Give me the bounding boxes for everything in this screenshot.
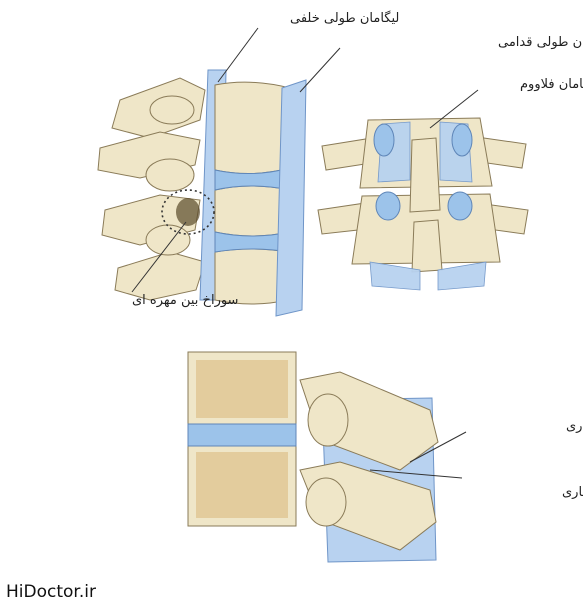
- intervertebral-discs: [214, 167, 291, 253]
- posterior-processes: [97, 77, 206, 301]
- lateral-vertebrae-view: [97, 69, 307, 317]
- posterior-view: [317, 117, 529, 291]
- watermark: HiDoctor.ir: [6, 582, 96, 602]
- label-interspinous-ligament-2: لیگامان بین خاری: [562, 484, 583, 500]
- label-anterior-longitudinal-ligament: لیگامان طولی قدامی: [498, 34, 583, 50]
- label-intervertebral-foramen: سوراخ بین مهره ای: [132, 293, 238, 308]
- sagittal-section-view: [187, 351, 439, 563]
- leader-lines: [131, 27, 479, 479]
- label-ligamentum-flavum: لیگامان فلاووم: [520, 76, 583, 92]
- cut-vertebral-bodies: [187, 351, 297, 527]
- label-posterior-longitudinal-ligament: لیگامان طولی خلفی: [290, 10, 399, 26]
- labels: لیگامان طولی خلفی لیگامان طولی قدامی لیگ…: [132, 10, 583, 500]
- foramen-marker: [161, 189, 215, 235]
- label-interspinous-ligament-1: لیگامان بین خاری: [566, 418, 583, 434]
- anterior-longitudinal-ligament: [275, 79, 307, 317]
